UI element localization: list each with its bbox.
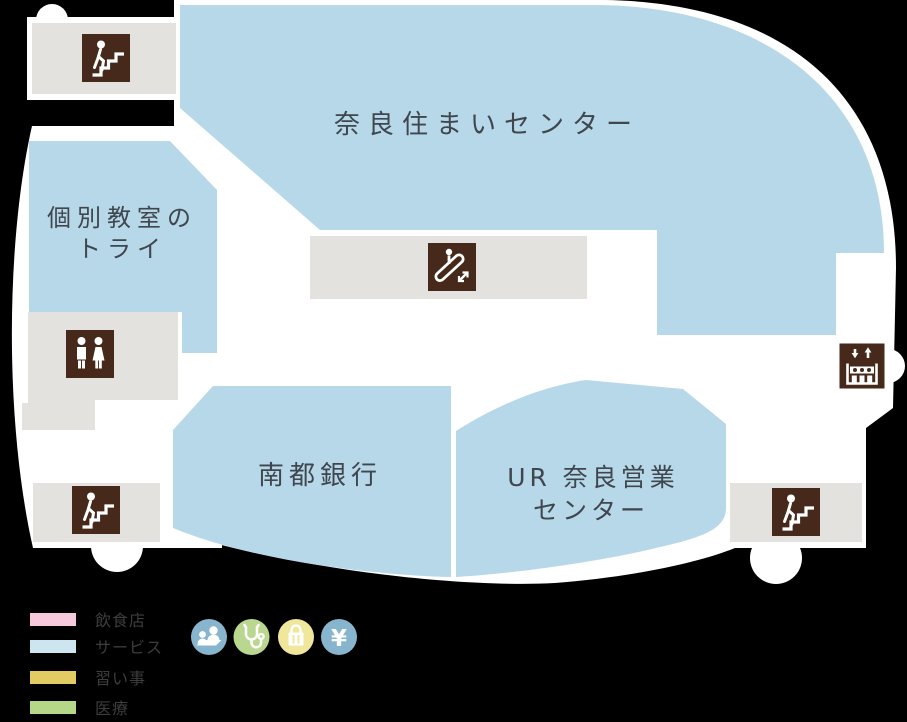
legend-label-lessons: 習い事 bbox=[95, 669, 146, 688]
woman-leg bbox=[95, 360, 99, 369]
rider-head bbox=[445, 248, 453, 256]
arrow-head-up bbox=[462, 271, 469, 278]
label-nanto-bank: 南都銀行 bbox=[258, 461, 382, 491]
facility-icons bbox=[66, 32, 888, 538]
label-kobetsu-try-line2: トライ bbox=[77, 235, 167, 263]
legend-swatch-restaurant bbox=[30, 613, 76, 626]
legend-swatch-lessons bbox=[30, 671, 76, 684]
label-ur-nara-line1: UR 奈良営業 bbox=[507, 463, 679, 492]
passenger-body bbox=[851, 375, 857, 384]
down-arrow-head bbox=[851, 353, 859, 359]
escalator-band-inner bbox=[437, 256, 462, 280]
man-body bbox=[77, 347, 86, 360]
bag-stripes bbox=[292, 635, 300, 644]
passenger-body bbox=[867, 375, 873, 384]
woman-leg bbox=[99, 360, 102, 369]
icon-circle bbox=[321, 619, 357, 655]
woman-body bbox=[92, 347, 105, 361]
passenger-head bbox=[867, 368, 871, 372]
staff-head bbox=[209, 626, 218, 635]
arrow-head-down bbox=[457, 276, 464, 283]
passenger-head bbox=[860, 368, 864, 372]
counter-desk bbox=[196, 640, 222, 646]
bag-handle bbox=[290, 624, 302, 633]
man-leg bbox=[78, 360, 81, 369]
stairs-icon bbox=[770, 486, 822, 538]
elevator-icon bbox=[836, 340, 888, 392]
reception-icon bbox=[191, 619, 227, 655]
label-ur-nara-line2: センター bbox=[533, 496, 649, 525]
bag-body bbox=[288, 632, 304, 646]
stethoscope-ears bbox=[243, 623, 260, 629]
tenant-areas bbox=[29, 5, 884, 577]
legend-label-medical: 医療 bbox=[95, 699, 129, 718]
restroom-icon bbox=[66, 330, 114, 378]
up-arrow-head bbox=[864, 347, 872, 353]
woman-head bbox=[94, 337, 103, 345]
visitor-head bbox=[199, 631, 206, 638]
shopping-bag-icon bbox=[278, 619, 314, 655]
stairs-icon bbox=[70, 484, 122, 536]
icon-tile bbox=[66, 330, 114, 378]
direction-arrow bbox=[458, 271, 469, 282]
tenant-area-nanto-bank[interactable] bbox=[173, 386, 451, 577]
tenant-area-nara-sumai-center[interactable] bbox=[180, 5, 884, 335]
label-nara-sumai-center: 奈良住まいセンター bbox=[334, 110, 640, 140]
escalator-icon bbox=[428, 243, 476, 291]
passenger-head bbox=[853, 368, 857, 372]
building-bump-south bbox=[750, 532, 802, 584]
stethoscope-icon bbox=[233, 619, 270, 655]
legend-label-service: サービス bbox=[95, 638, 163, 657]
tenant-area-ur-nara[interactable] bbox=[456, 380, 726, 577]
stethoscope-tube bbox=[250, 637, 263, 649]
legend-label-restaurant: 飲食店 bbox=[95, 611, 146, 630]
stairs-icon bbox=[80, 32, 132, 84]
stethoscope-chestpiece bbox=[257, 632, 265, 641]
man-head bbox=[77, 337, 86, 345]
legend: 飲食店 サービス 習い事 医療 bbox=[30, 611, 357, 718]
passenger-body bbox=[859, 375, 865, 384]
staff-body bbox=[207, 634, 220, 641]
legend-swatch-service bbox=[30, 640, 76, 653]
legend-swatch-medical bbox=[30, 701, 76, 714]
yen-icon: ¥ bbox=[321, 619, 357, 655]
label-kobetsu-try-line1: 個別教室の bbox=[47, 204, 197, 232]
yen-glyph: ¥ bbox=[331, 626, 347, 652]
man-leg bbox=[82, 360, 85, 369]
tenant-area-kobetsu-try[interactable] bbox=[29, 141, 217, 353]
